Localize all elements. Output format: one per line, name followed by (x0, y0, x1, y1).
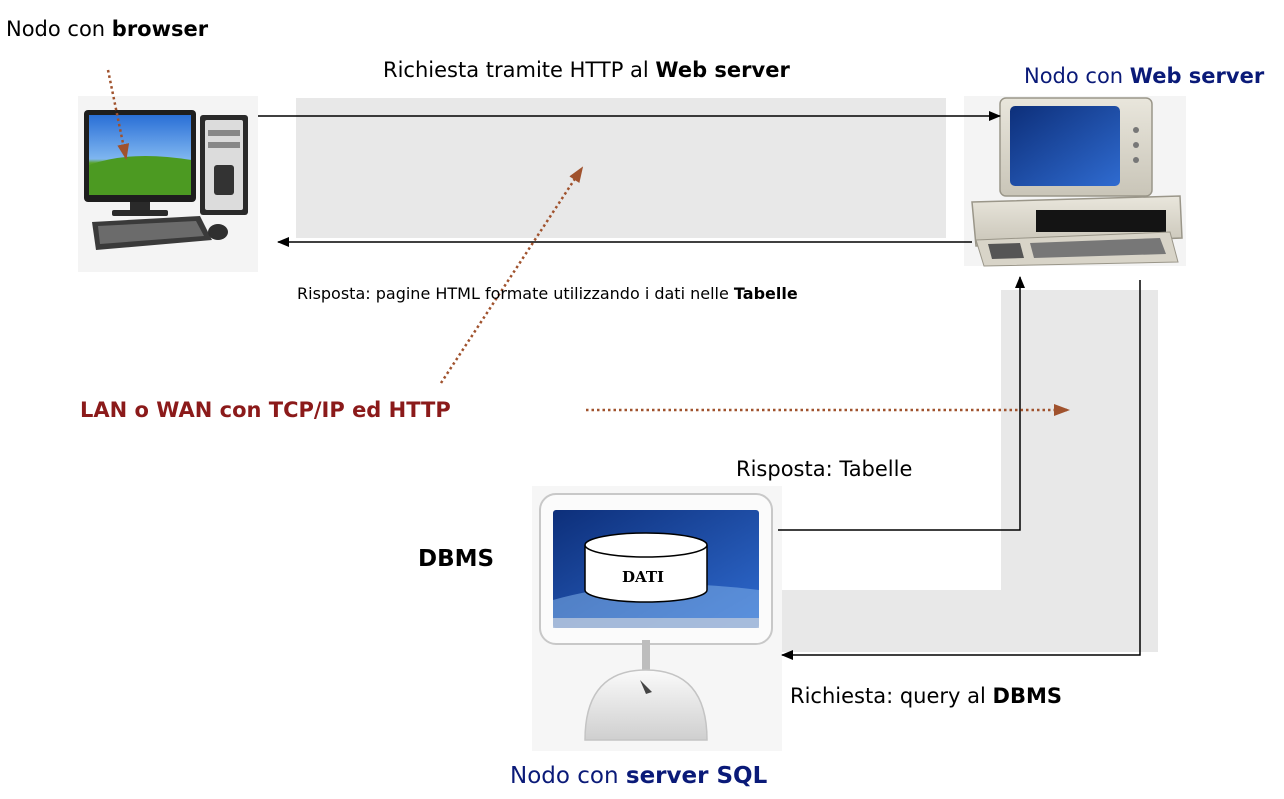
sql-server-imac-icon (532, 486, 782, 751)
browser-node-label: Nodo con browser (6, 17, 209, 41)
network-area-bottom (778, 590, 1158, 652)
http-request-label: Richiesta tramite HTTP al Web server (383, 58, 790, 82)
web-server-node-label: Nodo con Web server (1024, 64, 1265, 88)
arrow-dbms-query (781, 280, 1141, 660)
arrow-tables-response (778, 276, 1025, 531)
database-cylinder-icon (584, 532, 708, 603)
db-label: DATI (622, 568, 665, 586)
network-area-top (296, 98, 946, 238)
html-response-label: Risposta: pagine HTML formate utilizzand… (297, 284, 798, 303)
sql-server-node-label: Nodo con server SQL (510, 763, 768, 789)
network-label: LAN o WAN con TCP/IP ed HTTP (80, 398, 451, 422)
browser-pc-icon (78, 96, 258, 272)
dotted-arrow-browser (106, 69, 130, 160)
dbms-label: DBMS (418, 546, 495, 572)
dbms-query-label: Richiesta: query al DBMS (790, 684, 1062, 708)
tables-response-label: Risposta: Tabelle (736, 457, 913, 481)
web-server-pc-icon (964, 96, 1186, 267)
dotted-arrow-network-up (439, 166, 584, 384)
